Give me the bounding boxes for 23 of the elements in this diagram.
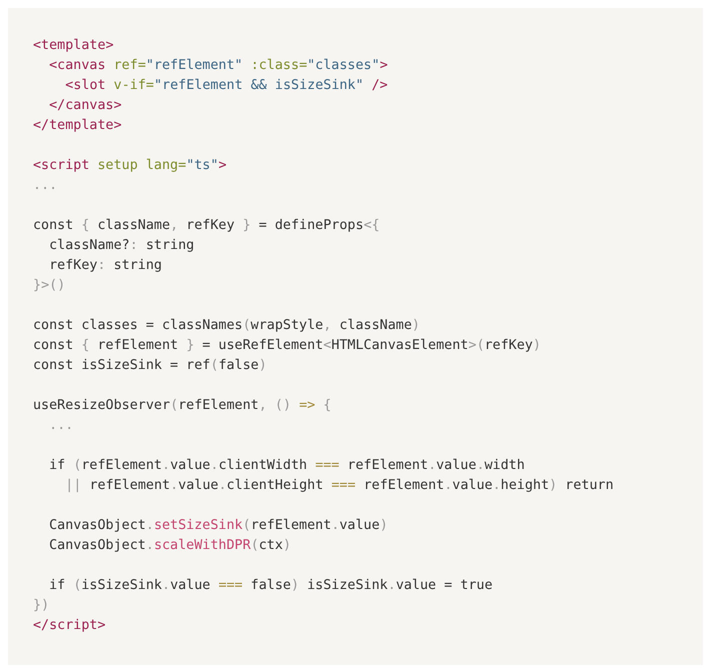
code-line: </script> <box>33 618 106 634</box>
code-line: ... <box>49 418 74 434</box>
code-line: <template> <box>33 38 114 54</box>
code-line: const isSizeSink = ref(false) <box>33 358 267 374</box>
code-line: CanvasObject.setSizeSink(refElement.value) <box>49 518 388 534</box>
code-line: const classes = classNames(wrapStyle, className) <box>33 318 420 334</box>
code-line: <slot v-if="refElement && isSizeSink" /> <box>65 78 388 94</box>
code-line: if (refElement.value.clientWidth === refElement.value.width <box>49 458 525 474</box>
code-line: CanvasObject.scaleWithDPR(ctx) <box>49 538 291 554</box>
code-line: </template> <box>33 118 122 134</box>
code-line: className?: string <box>49 238 194 254</box>
code-line: <script setup lang="ts"> <box>33 158 226 174</box>
code-line: ... <box>33 178 58 194</box>
code-line: refKey: string <box>49 258 162 274</box>
code-line: <canvas ref="refElement" :class="classes"> <box>49 58 388 74</box>
code-line: }>() <box>33 278 66 294</box>
code-line: </canvas> <box>49 98 122 114</box>
code-line: const { className, refKey } = defineProps<{ <box>33 218 380 234</box>
code-line: || refElement.value.clientHeight === refElement.value.height) return <box>65 478 614 494</box>
code-line: useResizeObserver(refElement, () => { <box>33 398 332 414</box>
code-line: }) <box>33 598 50 614</box>
code-line: const { refElement } = useRefElement<HTMLCanvasElement>(refKey) <box>33 338 541 354</box>
code-line: if (isSizeSink.value === false) isSizeSink.value = true <box>49 578 493 594</box>
